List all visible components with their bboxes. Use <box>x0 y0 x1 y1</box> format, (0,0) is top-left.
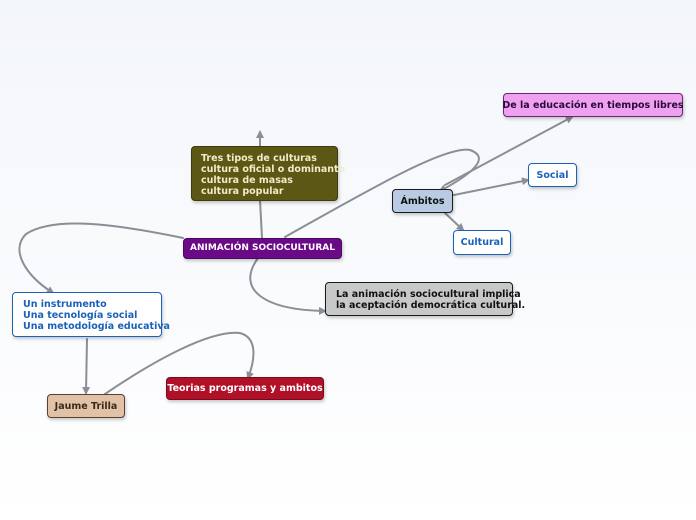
social-label: Social <box>536 169 569 181</box>
teorias-label: Teorias programas y ambitos <box>167 383 323 394</box>
implica-line-2: la aceptación democrática cultural. <box>336 300 526 311</box>
central-topic-label: ANIMACIÓN SOCIOCULTURAL <box>189 243 335 253</box>
instrumento-line-3: Una metodología educativa <box>23 321 170 332</box>
link-center-tres-tipos <box>259 199 263 239</box>
link-ambitos-cultural <box>444 212 465 232</box>
cultural-label: Cultural <box>460 237 504 248</box>
link-ambitos-educacion <box>444 116 574 186</box>
link-instrumento-jaume <box>82 338 91 395</box>
jaume-trilla-node[interactable]: Jaume Trilla <box>47 394 125 418</box>
instrumento-line-1: Un instrumento <box>23 299 107 310</box>
central-topic-node[interactable]: ANIMACIÓN SOCIOCULTURAL <box>183 238 342 259</box>
ambitos-node[interactable]: Ámbitos <box>392 189 453 213</box>
instrumento-line-2: Una tecnología social <box>23 310 138 321</box>
implica-line-1: La animación sociocultural implica <box>336 289 521 300</box>
educacion-node[interactable]: De la educación en tiempos libres <box>502 93 684 117</box>
social-node[interactable]: Social <box>528 163 577 187</box>
instrumento-node[interactable]: Un instrumento Una tecnología social Una… <box>12 292 170 337</box>
teorias-node[interactable]: Teorias programas y ambitos <box>166 377 324 400</box>
tres-tipos-line-2: cultura oficial o dominante <box>201 164 346 175</box>
tres-tipos-line-1: Tres tipos de culturas <box>201 153 317 164</box>
tres-tipos-line-4: cultura popular <box>201 186 284 197</box>
tres-tipos-node[interactable]: Tres tipos de culturas cultura oficial o… <box>191 146 346 201</box>
ambitos-label: Ámbitos <box>400 195 445 207</box>
jaume-trilla-label: Jaume Trilla <box>54 400 118 412</box>
implica-node[interactable]: La animación sociocultural implica la ac… <box>325 282 526 316</box>
link-ambitos-social <box>453 177 530 196</box>
link-center-implica <box>249 257 327 315</box>
tres-tipos-line-3: cultura de masas <box>201 175 293 186</box>
cultural-node[interactable]: Cultural <box>453 230 511 255</box>
link-center-instrumento <box>18 222 184 295</box>
link-jaume-teorias <box>104 331 255 395</box>
educacion-label: De la educación en tiempos libres <box>502 99 684 111</box>
